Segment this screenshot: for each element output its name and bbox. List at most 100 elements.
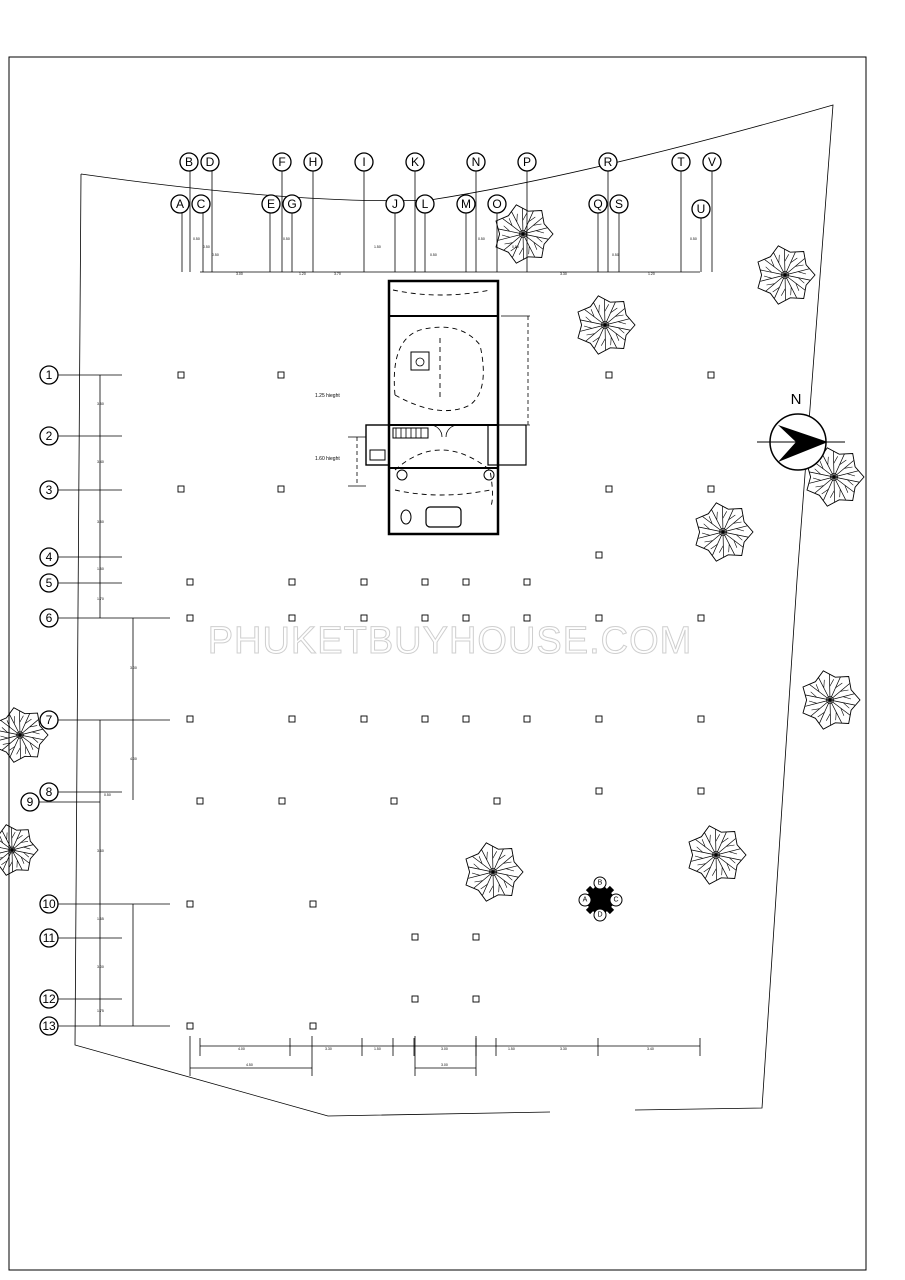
column-dimension: 1.20 (299, 272, 306, 276)
column-grid-bubble: O (487, 194, 507, 272)
column-dimension: 3.00 (236, 272, 243, 276)
column-grid-label: I (362, 155, 365, 169)
row-grid-label: 9 (27, 795, 34, 809)
column-marker (390, 797, 398, 805)
column-marker (186, 715, 194, 723)
column-marker (462, 614, 470, 622)
column-marker (595, 551, 603, 559)
row-dimension: 3.60 (97, 849, 104, 853)
row-dimension: 3.00 (97, 965, 104, 969)
dimension-lines: 3.503.403.501.501.703.004.000.503.601.65… (97, 237, 701, 1076)
watermark-text: PHUKETBUYHOUSE.COM (208, 620, 693, 662)
column-dimension: 0.50 (430, 253, 437, 257)
tree-symbol (757, 245, 816, 305)
column-marker (472, 933, 480, 941)
column-dimension: 0.50 (478, 237, 485, 241)
column-grid-label: R (604, 155, 613, 169)
column-marker (186, 614, 194, 622)
row-grid-label: 2 (46, 429, 53, 443)
column-marker (707, 371, 715, 379)
column-marker (277, 485, 285, 493)
bottom-total-dimension: 4.50 (246, 1063, 253, 1067)
column-grid-label: S (615, 197, 623, 211)
column-marker (462, 715, 470, 723)
row-grid-label: 1 (46, 368, 53, 382)
column-dimension: 0.50 (512, 245, 519, 249)
section-marker-label: D (597, 912, 602, 919)
column-marker (411, 933, 419, 941)
column-marker (360, 578, 368, 586)
bottom-dimension: 3.30 (325, 1047, 332, 1051)
row-grid-bubble: 11 (39, 928, 122, 948)
bottom-dimension: 3.00 (441, 1047, 448, 1051)
column-grid-bubble: F (272, 152, 292, 272)
section-marker-label: A (583, 897, 588, 904)
column-grid-label: F (278, 155, 285, 169)
column-dimension: 0.50 (690, 237, 697, 241)
drawing-frame (8, 56, 867, 1271)
column-marker (421, 578, 429, 586)
column-grid-label: A (176, 197, 184, 211)
column-marker (462, 578, 470, 586)
column-grid-label: G (287, 197, 296, 211)
column-grid-bubble: L (415, 194, 435, 272)
row-grid-label: 3 (46, 483, 53, 497)
column-marker (493, 797, 501, 805)
column-grid-bubble: M (456, 194, 476, 272)
column-marker (605, 485, 613, 493)
column-grid-label: M (461, 197, 471, 211)
tree-symbol (806, 447, 865, 507)
bottom-dimension: 3.40 (647, 1047, 654, 1051)
bottom-dimension: 4.00 (238, 1047, 245, 1051)
tree-symbol (802, 670, 861, 730)
row-grid-label: 8 (46, 785, 53, 799)
row-dimension: 1.70 (97, 597, 104, 601)
column-grid-label: J (392, 197, 398, 211)
column-marker (186, 900, 194, 908)
column-marker (177, 485, 185, 493)
column-grid-bubble: H (303, 152, 323, 272)
column-grid-bubble: G (282, 194, 302, 272)
column-grid-bubble: P (517, 152, 537, 272)
column-dimension: 1.50 (374, 245, 381, 249)
column-grid-label: N (472, 155, 481, 169)
column-dimension: 3.30 (560, 272, 567, 276)
column-marker (697, 715, 705, 723)
column-grid-bubble: R (598, 152, 618, 272)
column-marker (523, 715, 531, 723)
column-dimension: 0.50 (612, 253, 619, 257)
row-dimension: 0.50 (104, 793, 111, 797)
column-marker (288, 578, 296, 586)
row-grid-bubble: 5 (39, 573, 122, 593)
column-grid-label: K (411, 155, 419, 169)
row-dimension: 3.50 (97, 520, 104, 524)
row-dimension: 4.00 (130, 757, 137, 761)
column-grid-bubble: D (200, 152, 220, 272)
column-dimension: 3.70 (334, 272, 341, 276)
row-grid-label: 10 (42, 897, 56, 911)
row-grid-bubble: 3 (39, 480, 122, 500)
bottom-dimension: 1.50 (508, 1047, 515, 1051)
column-marker (707, 485, 715, 493)
column-grid-label: P (523, 155, 531, 169)
row-grid-label: 11 (43, 931, 56, 945)
column-marker (278, 797, 286, 805)
column-grid-bubble: Q (588, 194, 608, 272)
tree-symbol (465, 842, 524, 902)
column-grid-label: D (206, 155, 215, 169)
north-arrow: N (757, 391, 845, 471)
row-grid-bubble: 9 (20, 792, 100, 812)
row-dimension: 3.00 (130, 666, 137, 670)
column-marker (360, 715, 368, 723)
section-marker-label: B (598, 880, 603, 887)
row-grid-bubble: 10 (39, 894, 170, 914)
column-marker (472, 995, 480, 1003)
row-grid-label: 13 (42, 1019, 56, 1033)
row-dimension: 3.50 (97, 402, 104, 406)
trees (0, 204, 865, 902)
column-grid-bubble: V (702, 152, 722, 272)
column-grid-bubble: C (191, 194, 211, 272)
column-grid-bubble: U (691, 199, 711, 272)
